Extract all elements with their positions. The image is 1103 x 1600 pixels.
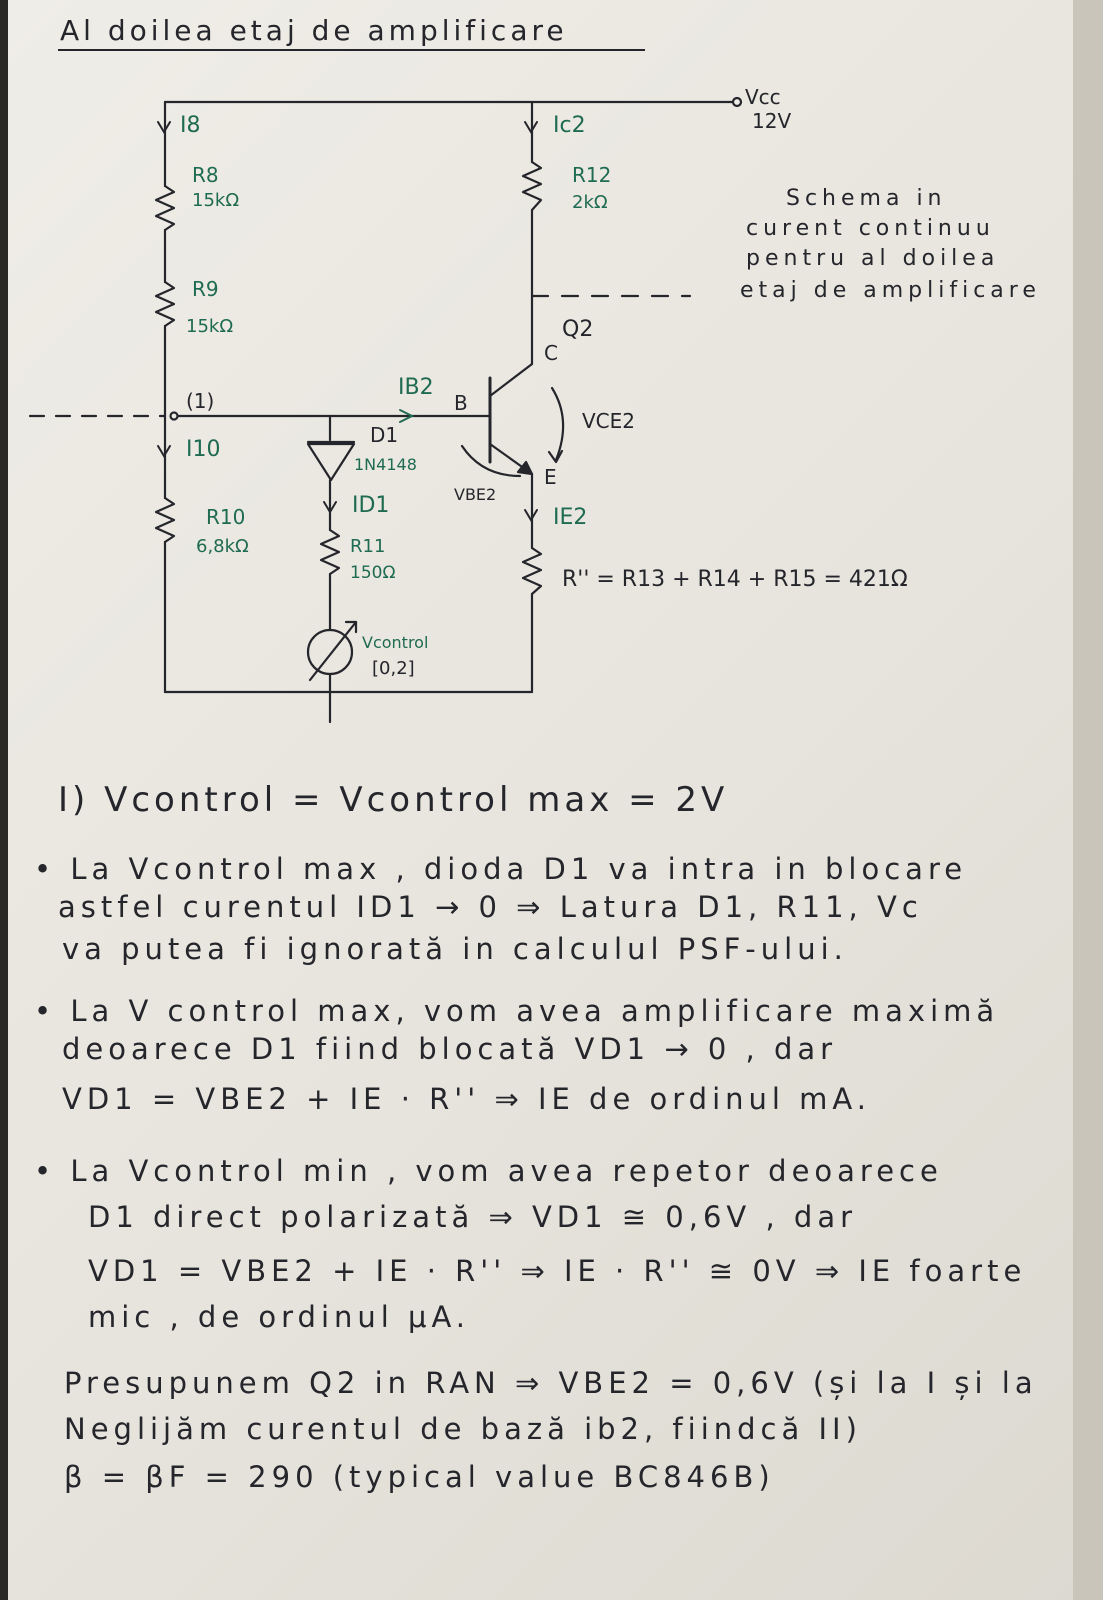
page-right-edge — [1073, 0, 1103, 1600]
vcc-label: Vcc — [745, 85, 781, 109]
pin-c-label: C — [544, 341, 558, 365]
i10-arrow-icon — [157, 445, 171, 458]
p3-line-4: mic , de ordinul μA. — [88, 1300, 471, 1334]
resistor-r10 — [154, 496, 176, 544]
vcc-terminal — [731, 96, 743, 108]
ib2-label: IB2 — [398, 375, 434, 400]
pin-b-label: B — [454, 391, 468, 415]
side-note-line-2: curent continuu — [746, 216, 995, 241]
vbe-label: VBE2 — [454, 485, 496, 504]
ic2-arrow-icon — [524, 121, 538, 134]
r11-name: R11 — [350, 536, 385, 557]
resistor-r9 — [154, 280, 176, 328]
r11-value: 150Ω — [350, 563, 395, 583]
vce-label: VCE2 — [582, 409, 635, 433]
pin-e-label: E — [544, 465, 557, 489]
p4-line-3: β = βF = 290 (typical value BC846B) — [64, 1460, 775, 1494]
vcontrol-variable-arrow — [308, 620, 358, 682]
r9-value: 15kΩ — [186, 316, 233, 337]
vce-arrow-head — [547, 449, 564, 464]
resistor-r12 — [521, 160, 543, 212]
p1-line-1: • La Vcontrol max , dioda D1 va intra in… — [34, 852, 968, 886]
vcontrol-arrow-head — [344, 620, 358, 634]
node-1-label: (1) — [186, 389, 214, 413]
id1-label: ID1 — [352, 493, 389, 518]
r9-name: R9 — [192, 277, 219, 301]
vbe-arrow — [460, 444, 522, 478]
node-1 — [169, 411, 179, 421]
p2-line-3: VD1 = VBE2 + IE · R'' ⇒ IE de ordinul mA… — [62, 1082, 871, 1116]
ie2-arrow-icon — [524, 509, 538, 522]
page-title: Al doilea etaj de amplificare — [60, 14, 568, 47]
side-note-line-4: etaj de amplificare — [740, 278, 1041, 303]
vcontrol-label: Vcontrol — [362, 633, 428, 652]
r8-value: 15kΩ — [192, 190, 239, 211]
vcc-value: 12V — [752, 109, 791, 133]
p3-line-2: D1 direct polarizată ⇒ VD1 ≅ 0,6V , dar — [88, 1200, 858, 1234]
resistor-r8 — [154, 184, 176, 232]
p1-line-3: va putea fi ignorată in calculul PSF-ulu… — [62, 932, 848, 966]
r12-value: 2kΩ — [572, 192, 608, 213]
p3-line-3: VD1 = VBE2 + IE · R'' ⇒ IE · R'' ≅ 0V ⇒ … — [88, 1254, 1027, 1288]
resistor-r-eq — [521, 546, 543, 596]
side-note-line-1: Schema in — [786, 186, 947, 211]
i10-label: I10 — [186, 437, 220, 462]
r10-name: R10 — [206, 505, 245, 529]
resistor-r11 — [319, 528, 341, 576]
p2-line-2: deoarece D1 fiind blocată VD1 → 0 , dar — [62, 1032, 838, 1066]
transistor-label: Q2 — [562, 317, 593, 342]
case-1-heading: I) Vcontrol = Vcontrol max = 2V — [58, 780, 729, 820]
d1-part: 1N4148 — [354, 455, 417, 474]
p3-line-1: • La Vcontrol min , vom avea repetor deo… — [34, 1154, 943, 1188]
p4-line-2: Neglijăm curentul de bază ib2, fiindcă I… — [64, 1412, 862, 1446]
p4-line-1: Presupunem Q2 in RAN ⇒ VBE2 = 0,6V (și l… — [64, 1366, 1038, 1400]
vce-arrow — [550, 386, 565, 462]
ib2-arrow-icon — [399, 409, 415, 423]
d1-name: D1 — [370, 423, 398, 447]
r8-name: R8 — [192, 163, 219, 187]
r12-name: R12 — [572, 163, 611, 187]
i8-arrow-icon — [157, 121, 171, 134]
side-note-line-3: pentru al doilea — [746, 246, 1000, 271]
p2-line-1: • La V control max, vom avea amplificare… — [34, 994, 1000, 1028]
transistor-collector-lead — [488, 362, 534, 398]
id1-arrow-icon — [323, 501, 337, 514]
ie2-label: IE2 — [553, 505, 587, 530]
emitter-arrow — [516, 460, 534, 476]
p1-line-2: astfel curentul ID1 → 0 ⇒ Latura D1, R11… — [58, 890, 923, 924]
i8-label: I8 — [180, 113, 201, 138]
r-eq-label: R'' = R13 + R14 + R15 = 421Ω — [562, 567, 908, 592]
r10-value: 6,8kΩ — [196, 536, 249, 557]
page-left-edge — [0, 0, 8, 1600]
ic2-label: Ic2 — [553, 113, 586, 138]
vcontrol-range: [0,2] — [372, 658, 415, 679]
diode-d1-triangle — [306, 442, 356, 482]
